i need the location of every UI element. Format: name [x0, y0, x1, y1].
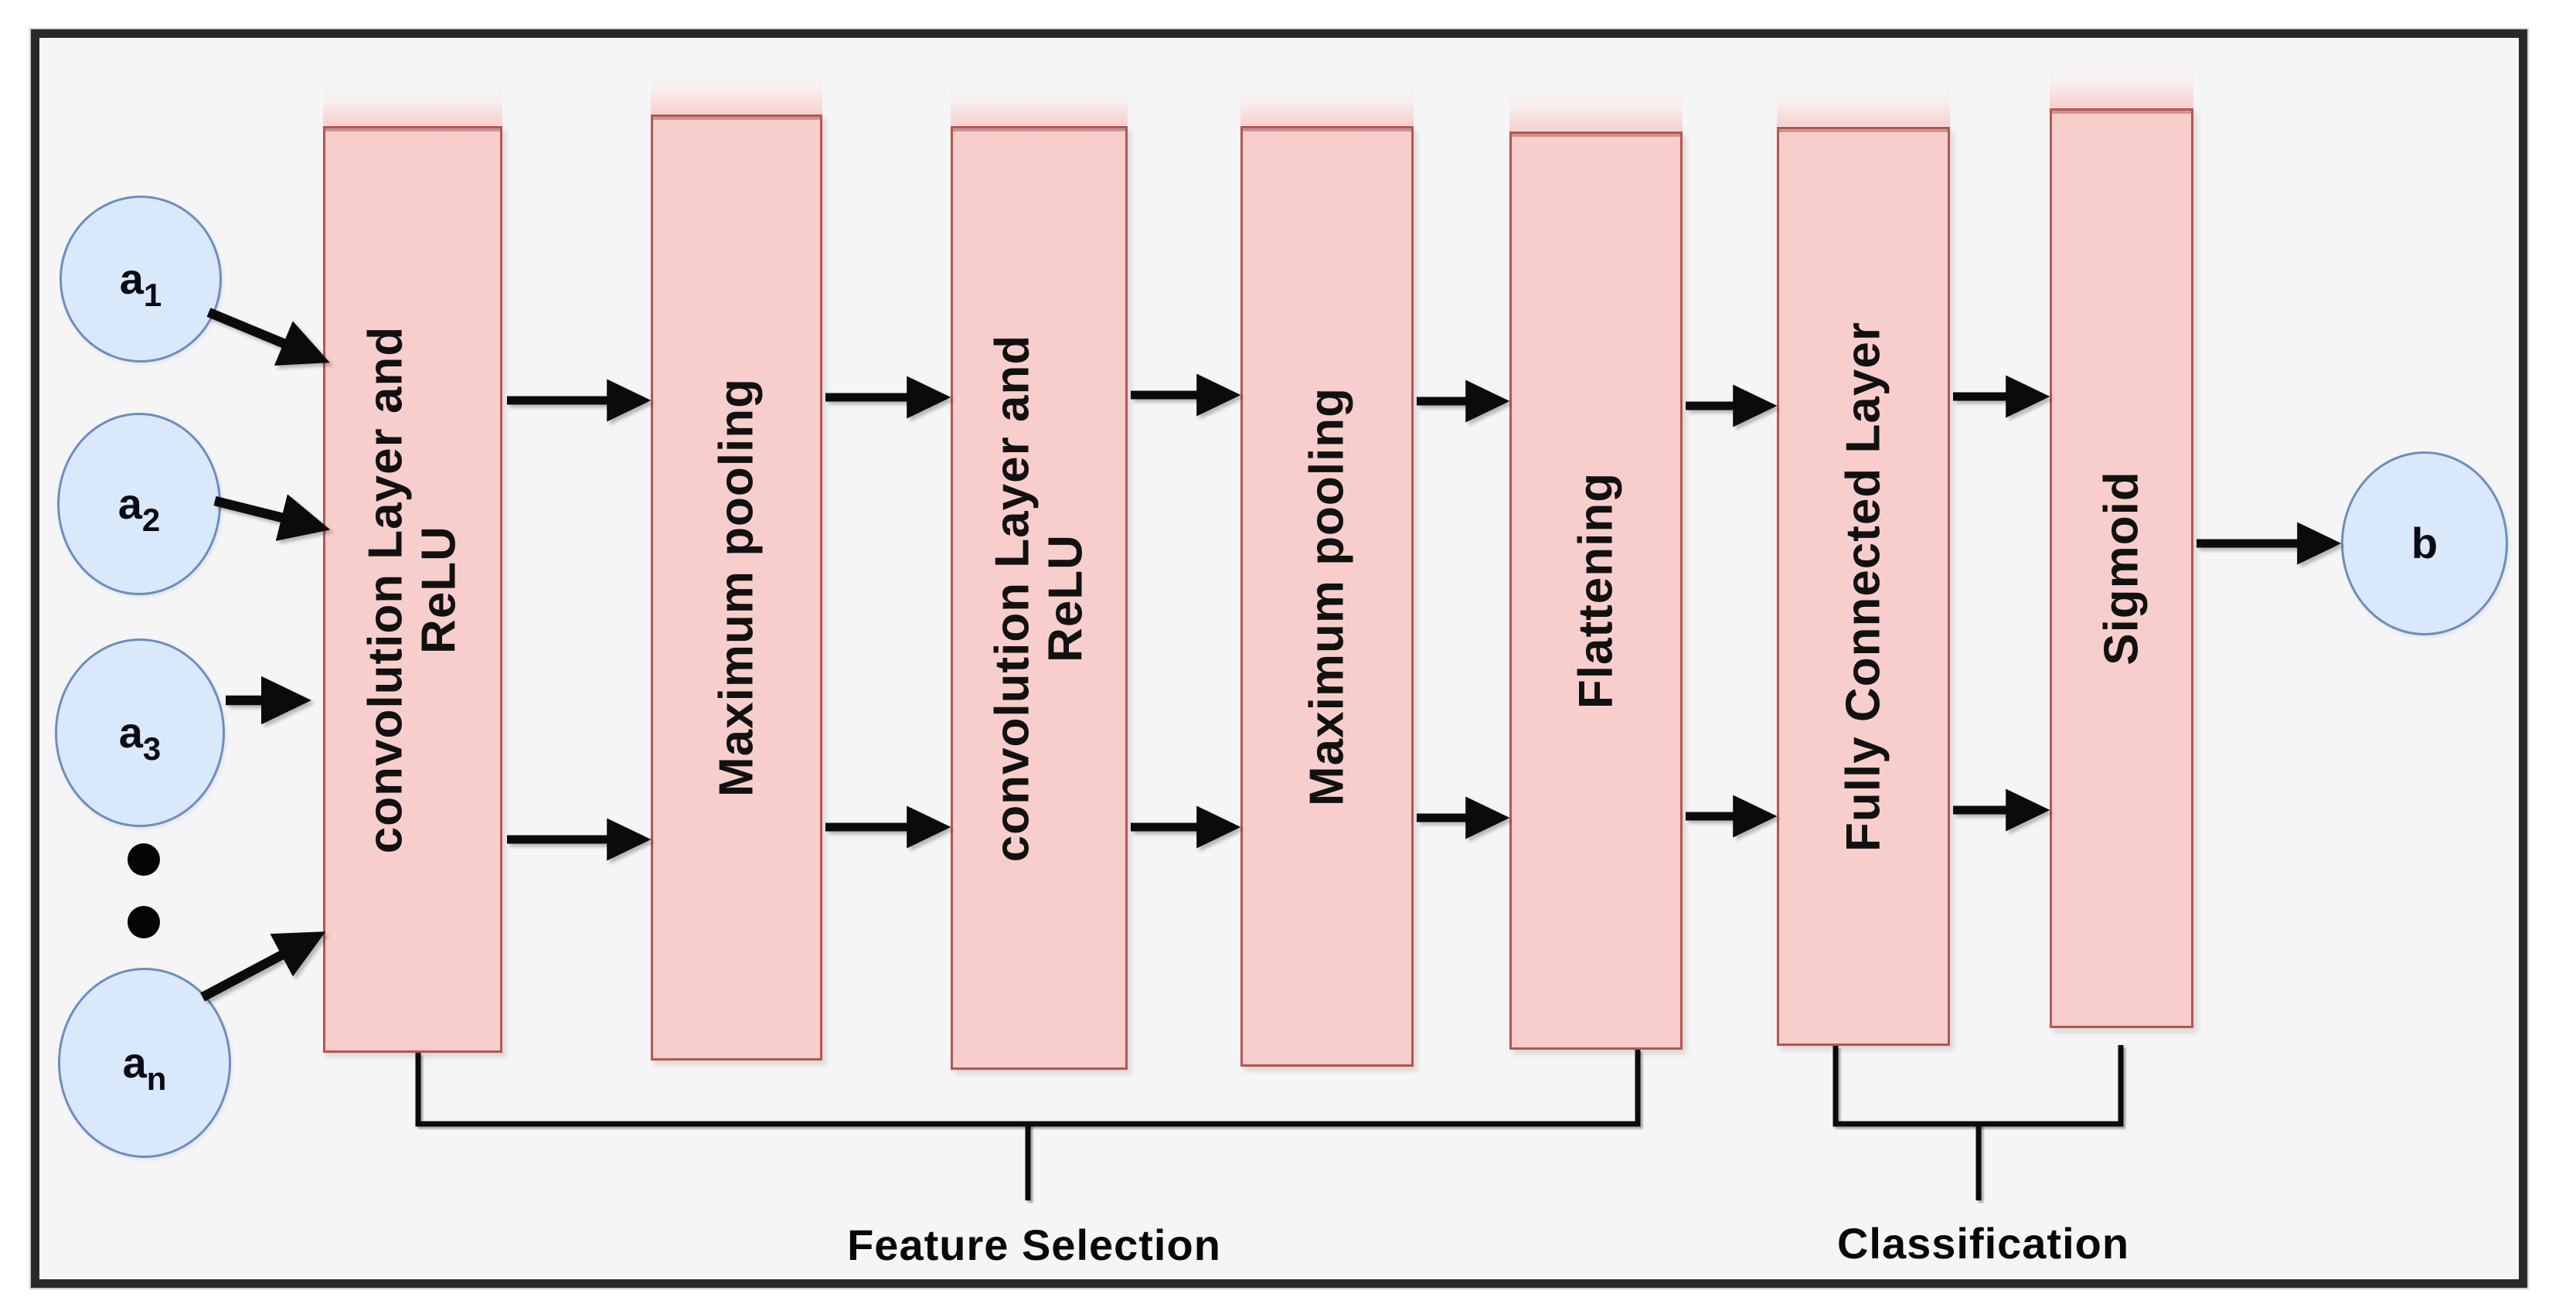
input-node-a3: a3: [55, 638, 225, 827]
layer-label-fully-connected: Fully Connected Layer: [1836, 321, 1890, 852]
input-node-an: an: [58, 968, 231, 1158]
layer-bar-maxpool1: Maximum pooling: [651, 69, 822, 1061]
layer-bar-flattening: Flattening: [1509, 86, 1683, 1050]
stage-label-classification: Classification: [1836, 1219, 2130, 1268]
layer-label-maxpool2: Maximum pooling: [1300, 386, 1354, 806]
output-node-b: b: [2341, 451, 2508, 635]
input-node-a1-label: a1: [119, 254, 162, 313]
ellipsis-dot-2: [128, 906, 160, 938]
layer-bar-maxpool2: Maximum pooling: [1240, 80, 1414, 1067]
output-node-b-label: b: [2411, 519, 2438, 567]
input-node-an-label: an: [122, 1038, 167, 1097]
layer-label-sigmoid: Sigmoid: [2094, 471, 2149, 666]
input-node-a1: a1: [60, 196, 222, 363]
input-node-a3-label: a3: [118, 708, 162, 767]
stage-label-feature-selection: Feature Selection: [847, 1221, 1221, 1269]
layer-bar-conv2-relu: convolution Layer and ReLU: [951, 80, 1128, 1070]
layer-bar-sigmoid: Sigmoid: [2050, 63, 2193, 1028]
input-node-a2: a2: [57, 413, 221, 595]
layer-bar-fully-connected: Fully Connected Layer: [1777, 81, 1950, 1046]
layer-label-flattening: Flattening: [1569, 472, 1623, 710]
layer-bar-conv1-relu: convolution Layer and ReLU: [323, 80, 502, 1053]
ellipsis-dot-1: [128, 843, 160, 876]
layer-label-conv1-relu: convolution Layer and ReLU: [359, 325, 466, 853]
layer-label-maxpool1: Maximum pooling: [710, 378, 764, 797]
layer-label-conv2-relu: convolution Layer and ReLU: [985, 334, 1093, 862]
input-node-a2-label: a2: [117, 479, 161, 538]
